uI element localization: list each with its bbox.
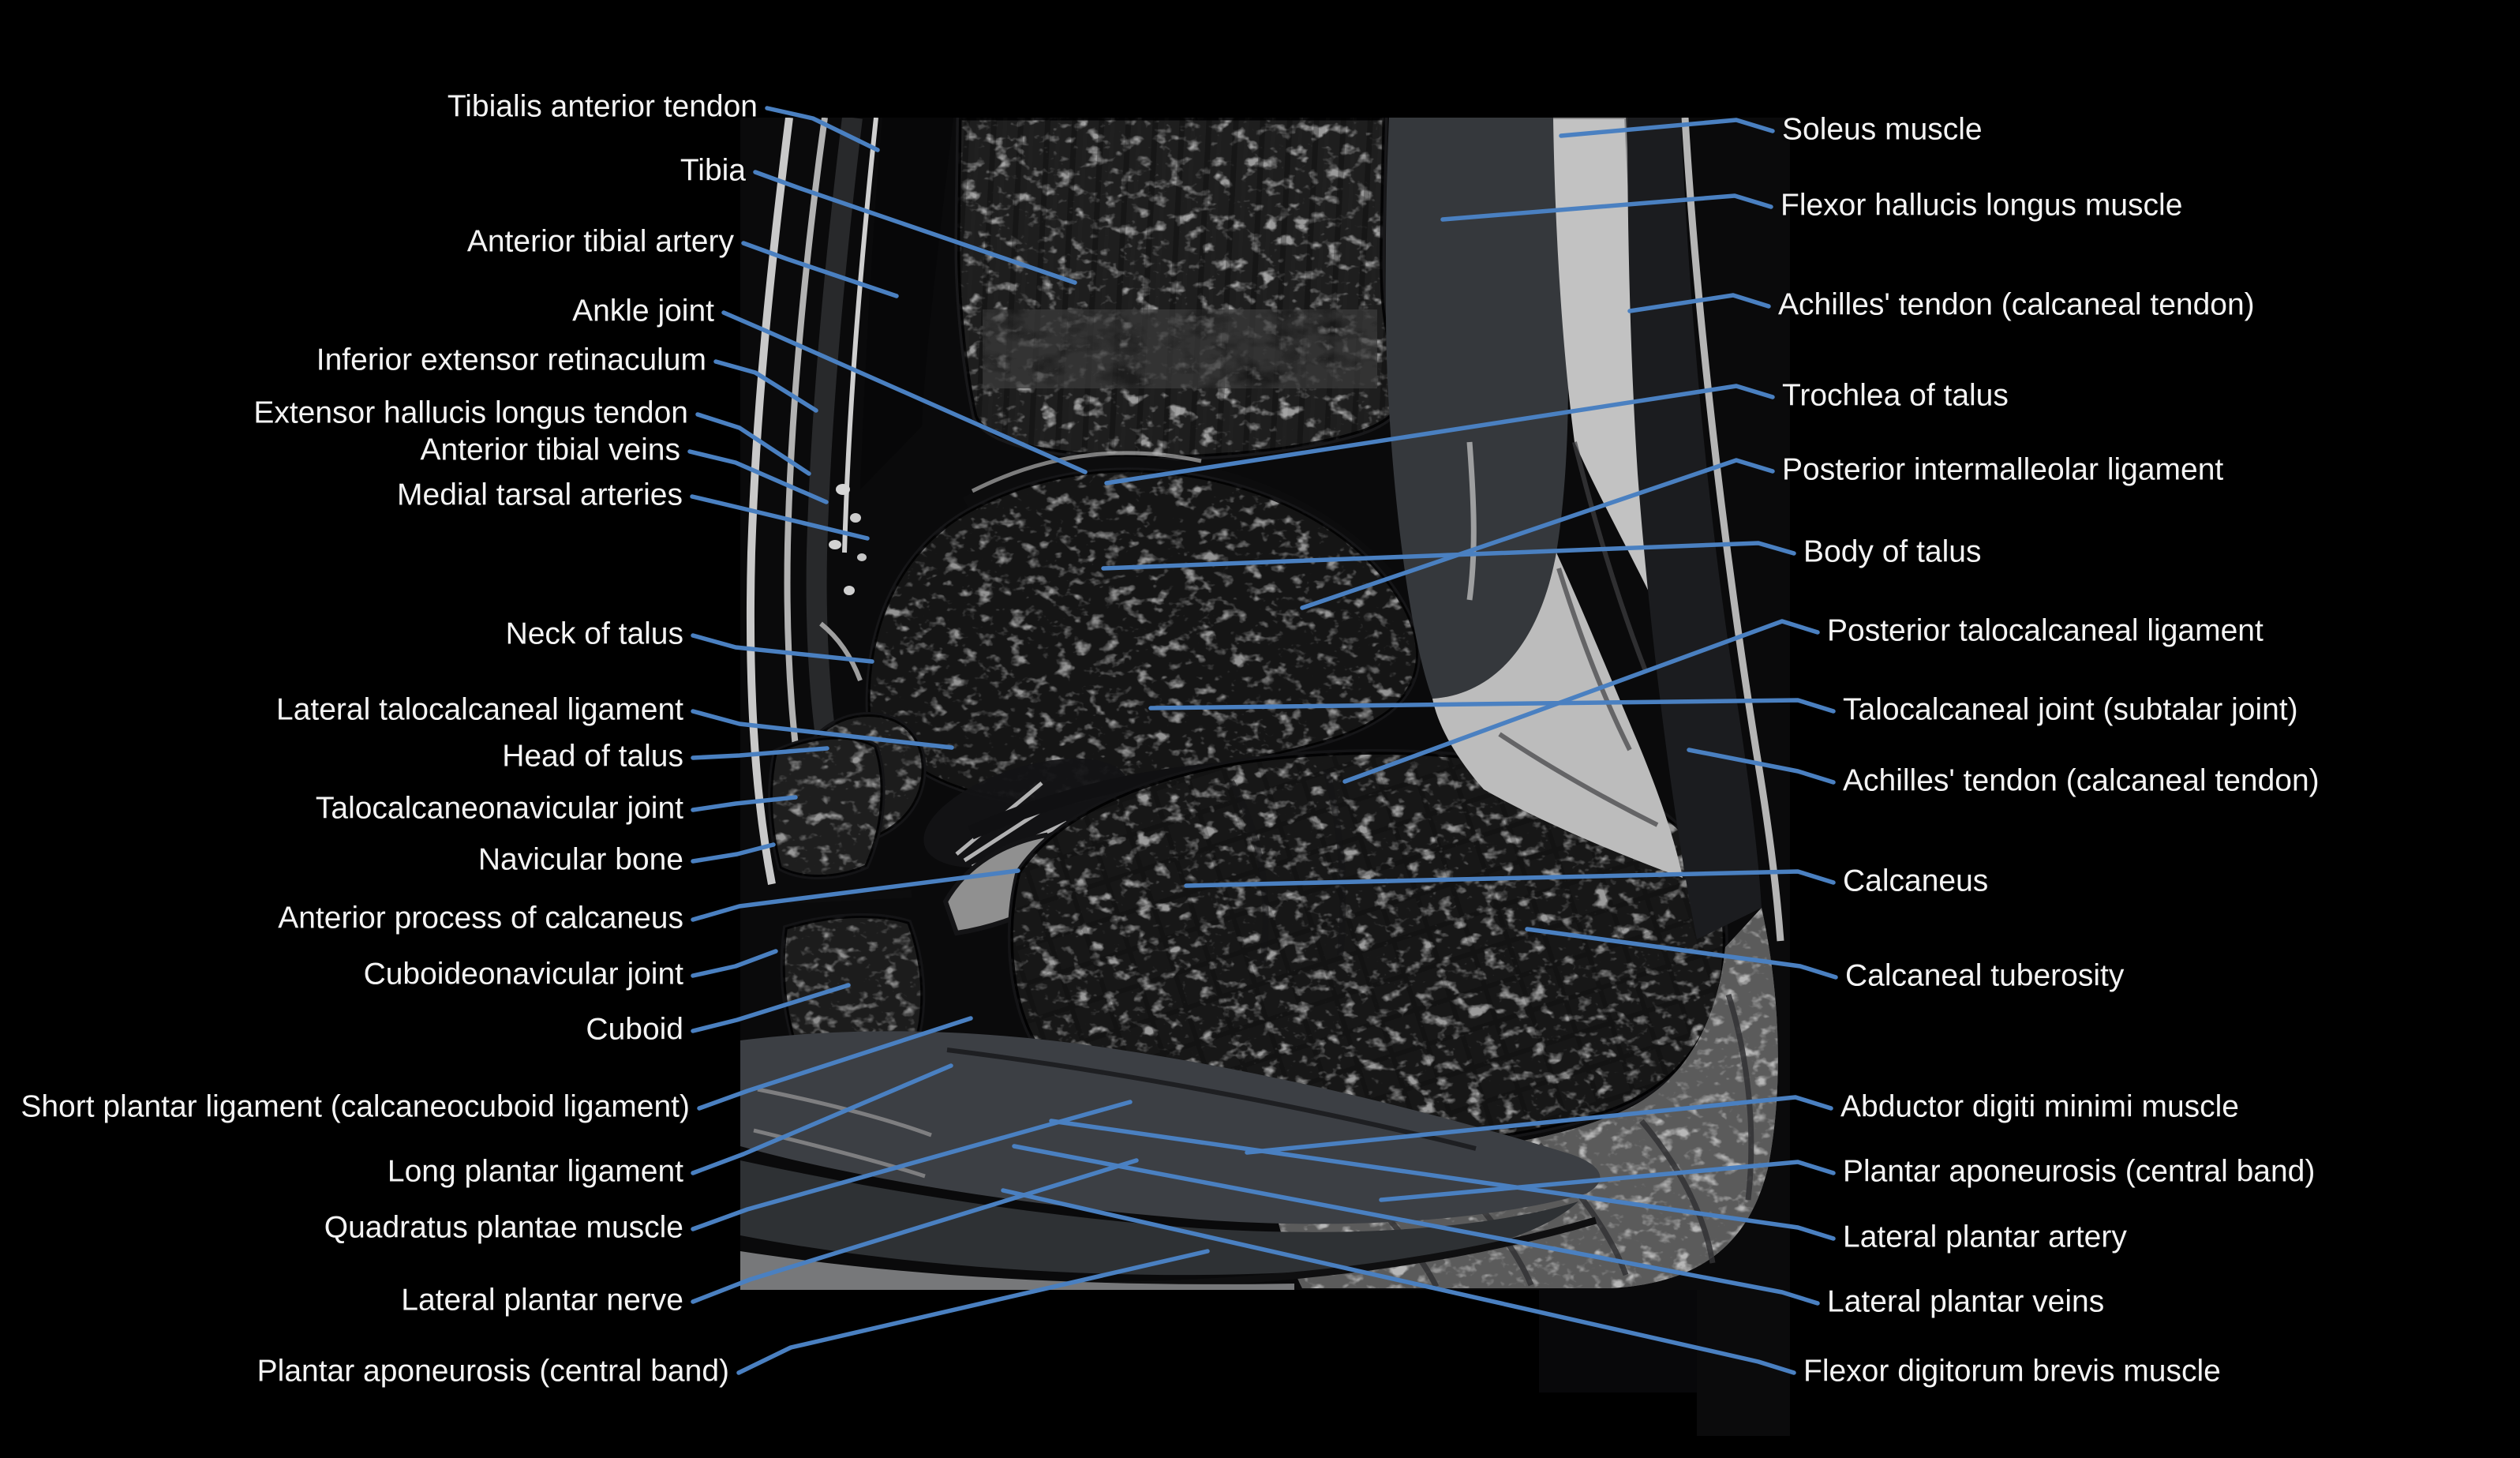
mri-frame-extension xyxy=(1697,1290,1790,1436)
leader-line-inferior-extensor-retinaculum xyxy=(713,359,818,413)
mri-frame-extension xyxy=(1539,1290,1705,1392)
leader-line-anterior-process-of-calcaneus xyxy=(691,868,1020,922)
leader-line-neck-of-talus xyxy=(691,633,874,664)
leader-line-short-plantar-ligament xyxy=(697,1016,973,1111)
leader-line-anterior-tibial-veins xyxy=(687,449,829,504)
leader-line-quadratus-plantae-muscle xyxy=(691,1100,1133,1231)
leader-lines-layer xyxy=(687,106,1838,1375)
leader-line-cuboid xyxy=(691,983,851,1033)
cuboid-bone-shape xyxy=(780,913,926,1058)
sole-fat-sliver xyxy=(740,1251,1294,1290)
leader-line-lateral-plantar-artery xyxy=(1049,1119,1836,1241)
leader-line-head-of-talus xyxy=(691,746,829,760)
leader-line-navicular-bone xyxy=(691,842,776,864)
leader-line-calcaneal-tuberosity xyxy=(1525,927,1838,980)
talus-bone xyxy=(790,467,1421,846)
leader-line-talocalcaneal-joint-subtalar-joint xyxy=(1148,698,1836,714)
leader-line-flexor-digitorum-brevis-muscle xyxy=(1001,1188,1796,1375)
leader-line-achilles-tendon-calcaneal-tendon-lower xyxy=(1687,748,1836,785)
tibia-bone xyxy=(954,118,1408,461)
leader-line-long-plantar-ligament xyxy=(691,1063,953,1175)
leader-line-flexor-hallucis-longus-muscle xyxy=(1440,193,1773,222)
leader-line-abductor-digiti-minimi-muscle xyxy=(1245,1095,1833,1155)
leader-line-lateral-talocalcaneal-ligament xyxy=(691,709,954,750)
leader-line-calcaneus xyxy=(1184,869,1836,888)
leader-line-trochlea-of-talus xyxy=(1104,384,1775,485)
leader-line-talocalcaneonavicular-joint xyxy=(691,795,798,812)
leader-line-lateral-plantar-veins xyxy=(1012,1144,1820,1306)
leader-line-body-of-talus xyxy=(1101,541,1796,571)
leader-line-anterior-tibial-artery xyxy=(741,241,899,298)
leader-line-achilles-tendon-calcaneal-tendon-upper xyxy=(1627,293,1771,313)
leader-line-posterior-intermalleolar-ligament xyxy=(1300,458,1775,610)
leader-line-plantar-aponeurosis-central-band-left xyxy=(736,1249,1210,1375)
calcaneus-bone xyxy=(942,748,1728,1151)
leader-line-cuboideonavicular-joint xyxy=(691,949,778,978)
navicular-bone-shape xyxy=(768,734,886,879)
leader-line-tibialis-anterior-tendon xyxy=(765,106,880,152)
leader-line-posterior-talocalcaneal-ligament xyxy=(1342,619,1820,784)
plantar-muscles-region xyxy=(740,1031,1601,1290)
leader-line-lateral-plantar-nerve xyxy=(691,1158,1139,1304)
leader-line-extensor-hallucis-longus-tendon xyxy=(695,412,811,476)
leader-line-tibia xyxy=(753,170,1077,285)
leader-line-ankle-joint xyxy=(721,310,1088,474)
leader-line-soleus-muscle xyxy=(1559,118,1775,138)
leader-line-medial-tarsal-arteries xyxy=(690,494,870,541)
achilles-tendon-region xyxy=(1627,118,1784,942)
